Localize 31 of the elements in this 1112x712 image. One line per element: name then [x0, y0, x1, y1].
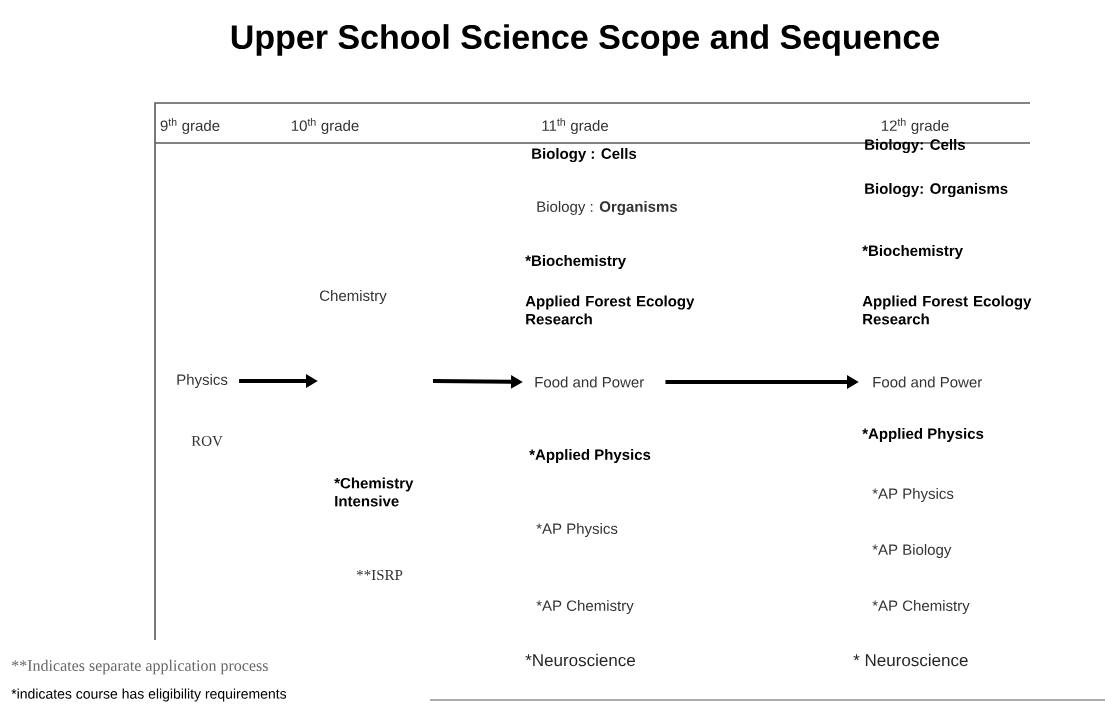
column-heading: 11$^{th}$ grade [542, 118, 608, 134]
course-name: Physics [177, 374, 228, 388]
course-name: * Neuroscience [853, 653, 968, 667]
course-name: Biology : Organisms [537, 200, 678, 216]
column-heading: 10$^{th}$ grade [291, 118, 359, 134]
course-name: *AP Chemistry [872, 600, 970, 614]
course-name: Food and Power [873, 376, 982, 388]
course-name: Applied Forest Ecology Research [862, 295, 1032, 325]
course-name: *Applied Physics [862, 428, 984, 442]
course-name: *AP Biology [872, 544, 952, 558]
column-heading: 12$^{th}$ grade [881, 118, 949, 134]
course-name: Biology : Cells [532, 148, 637, 163]
title: Upper School Science Scope and Sequence [231, 24, 940, 56]
course-name: Applied Forest Ecology Research [525, 295, 695, 325]
course-name: Chemistry [320, 290, 387, 304]
course-name: *Biochemistry [862, 245, 963, 259]
course-name: *AP Physics [872, 488, 954, 502]
course-name: Biology: Organisms [865, 183, 1008, 198]
course-name: Food and Power [535, 376, 644, 388]
course-name: *AP Chemistry [536, 600, 634, 614]
course-name: *Neuroscience [525, 653, 635, 667]
course-name: Biology: Cells [865, 139, 965, 154]
footnote: **Indicates separate application process [12, 659, 268, 675]
course-name: *Chemistry Intensive [334, 477, 414, 507]
column-heading: 9$^{th}$ grade [160, 118, 220, 134]
course-name: *AP Physics [536, 523, 618, 537]
course-name: **ISRP [356, 569, 403, 581]
course-name: *Applied Physics [529, 449, 651, 463]
course-name: *Biochemistry [525, 255, 626, 269]
course-name: ROV [191, 435, 223, 447]
footnote: *indicates course has eligibility requirements [11, 688, 287, 702]
